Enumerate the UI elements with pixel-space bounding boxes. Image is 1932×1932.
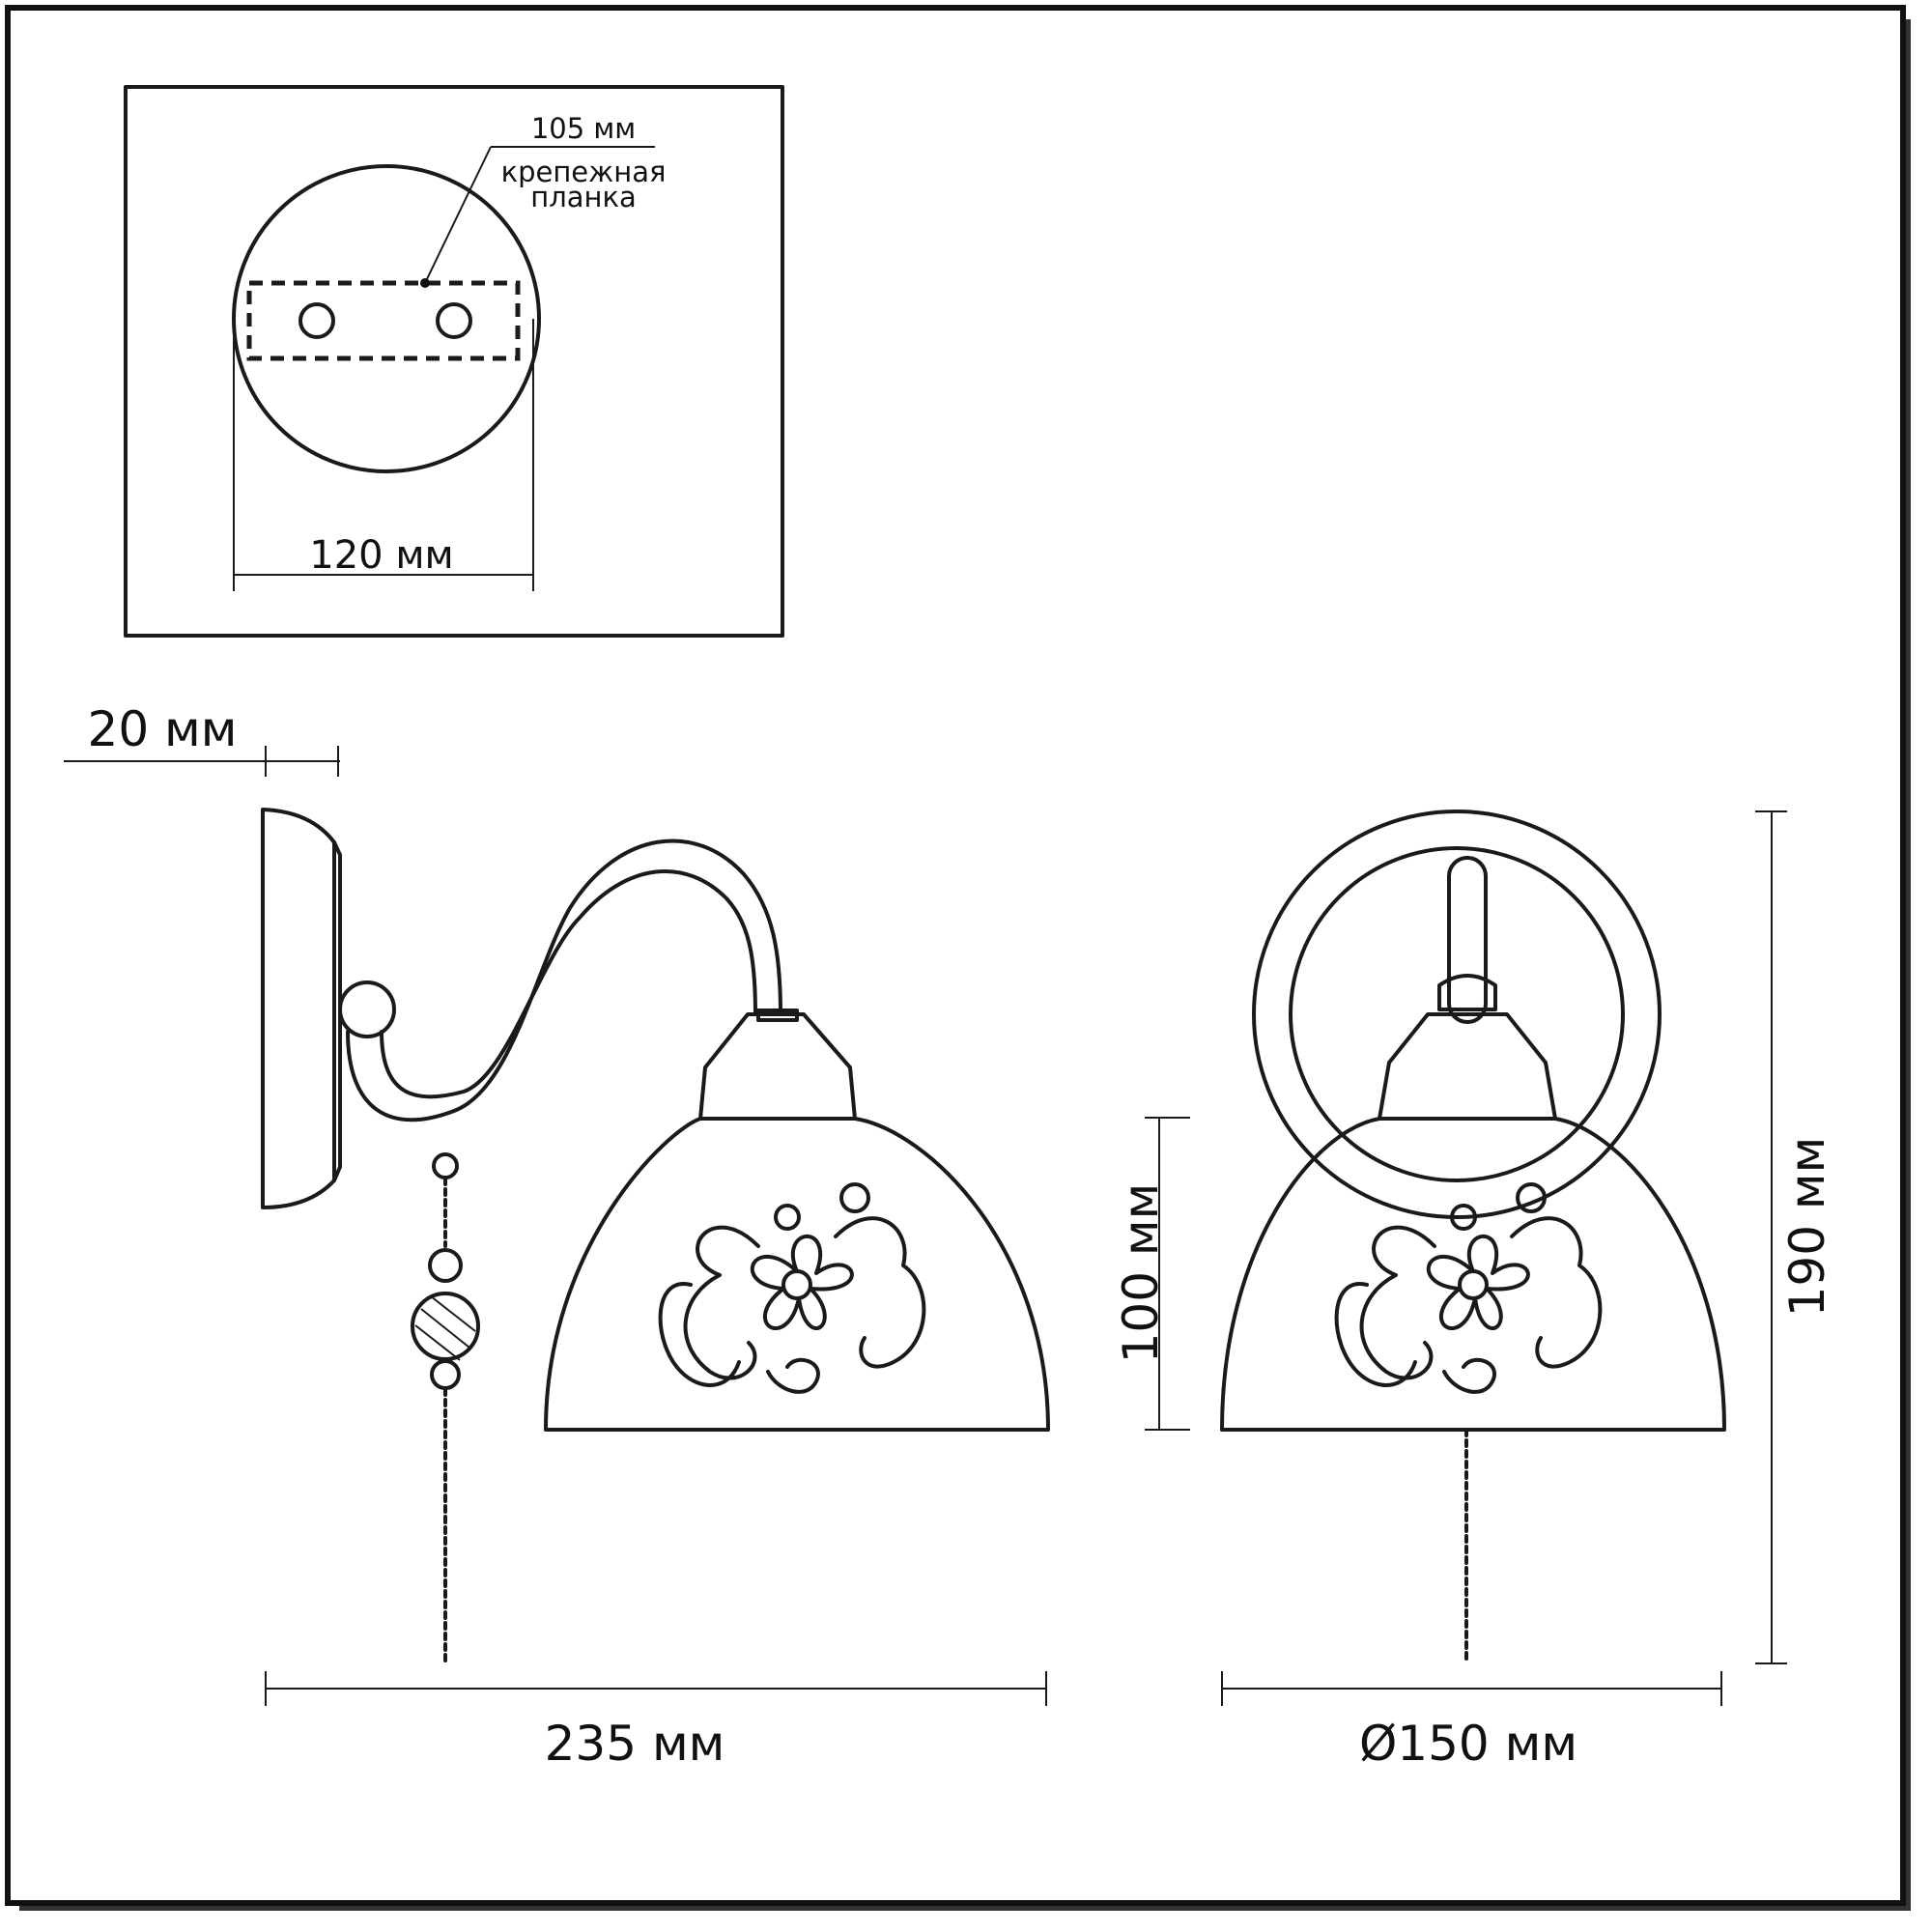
bracket-label-line2: планка bbox=[530, 181, 637, 213]
shade-diameter-label: Ø150 мм bbox=[1359, 1716, 1577, 1772]
floral-decal-icon bbox=[658, 1182, 926, 1394]
base-ring-inner bbox=[1289, 846, 1625, 1182]
base-depth-label: 20 мм bbox=[88, 701, 238, 757]
front-view bbox=[1220, 810, 1787, 1706]
side-view bbox=[64, 746, 1190, 1706]
total-height-label: 190 мм bbox=[1779, 1137, 1835, 1318]
glass-shade-side bbox=[544, 1117, 1050, 1432]
pull-chain-side bbox=[411, 1152, 480, 1663]
inset-base-plate-view bbox=[124, 85, 784, 638]
screw-hole-right bbox=[436, 302, 472, 339]
floral-decal-front-icon bbox=[1334, 1182, 1603, 1394]
base-diameter-label: 120 мм bbox=[309, 533, 453, 578]
bracket-label-line1: крепежная bbox=[501, 156, 667, 188]
shade-height-label: 100 мм bbox=[1113, 1183, 1169, 1364]
total-depth-label: 235 мм bbox=[545, 1716, 725, 1772]
curved-arm bbox=[346, 838, 782, 1122]
glass-shade-front bbox=[1220, 1117, 1726, 1432]
screw-hole-left bbox=[298, 302, 335, 339]
page-frame bbox=[5, 5, 1911, 1911]
bracket-leader-line bbox=[424, 146, 492, 284]
base-ring-outer bbox=[1252, 810, 1662, 1219]
mounting-bracket-outline bbox=[246, 280, 521, 361]
bracket-width-label: 105 мм bbox=[531, 112, 636, 145]
arm-rod-front bbox=[1447, 856, 1488, 1024]
arm-knob bbox=[338, 980, 396, 1038]
